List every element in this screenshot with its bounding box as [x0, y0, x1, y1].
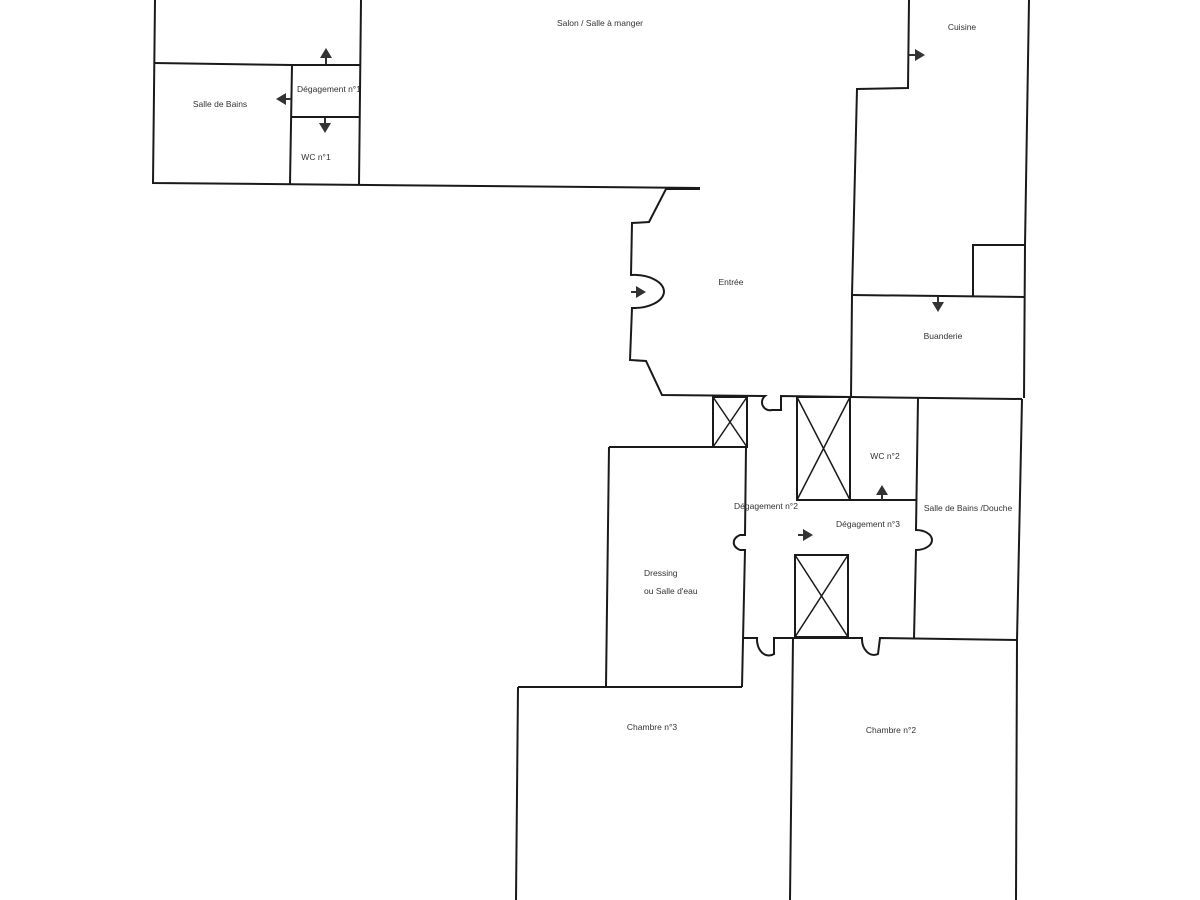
label-wc-1: WC n°1 — [301, 152, 331, 162]
label-salle-d-eau: ou Salle d'eau — [644, 586, 698, 596]
door-arrows — [276, 48, 944, 541]
arrow-left-icon — [276, 93, 291, 105]
arrow-down-icon — [319, 118, 331, 133]
arrow-right-icon — [631, 286, 646, 298]
label-chambre-3: Chambre n°3 — [627, 722, 677, 732]
label-salle-de-bains: Salle de Bains — [193, 99, 247, 109]
arrow-up-icon — [876, 485, 888, 500]
label-wc-2: WC n°2 — [870, 451, 900, 461]
walls — [151, 0, 1030, 900]
arrow-right-icon — [909, 49, 925, 61]
label-degagement-2: Dégagement n°2 — [734, 501, 798, 511]
label-salle-de-bains-douche: Salle de Bains /Douche — [924, 503, 1013, 513]
label-degagement-1: Dégagement n°1 — [297, 84, 361, 94]
label-salon: Salon / Salle à manger — [557, 18, 643, 28]
arrow-up-icon — [320, 48, 332, 64]
label-buanderie: Buanderie — [924, 331, 963, 341]
label-cuisine: Cuisine — [948, 22, 977, 32]
room-labels: Salon / Salle à manger Cuisine Salle de … — [193, 18, 1013, 735]
arrow-right-icon — [798, 529, 813, 541]
label-dressing: Dressing — [644, 568, 678, 578]
label-entree: Entrée — [718, 277, 743, 287]
label-degagement-3: Dégagement n°3 — [836, 519, 900, 529]
label-chambre-2: Chambre n°2 — [866, 725, 916, 735]
arrow-down-icon — [932, 297, 944, 312]
